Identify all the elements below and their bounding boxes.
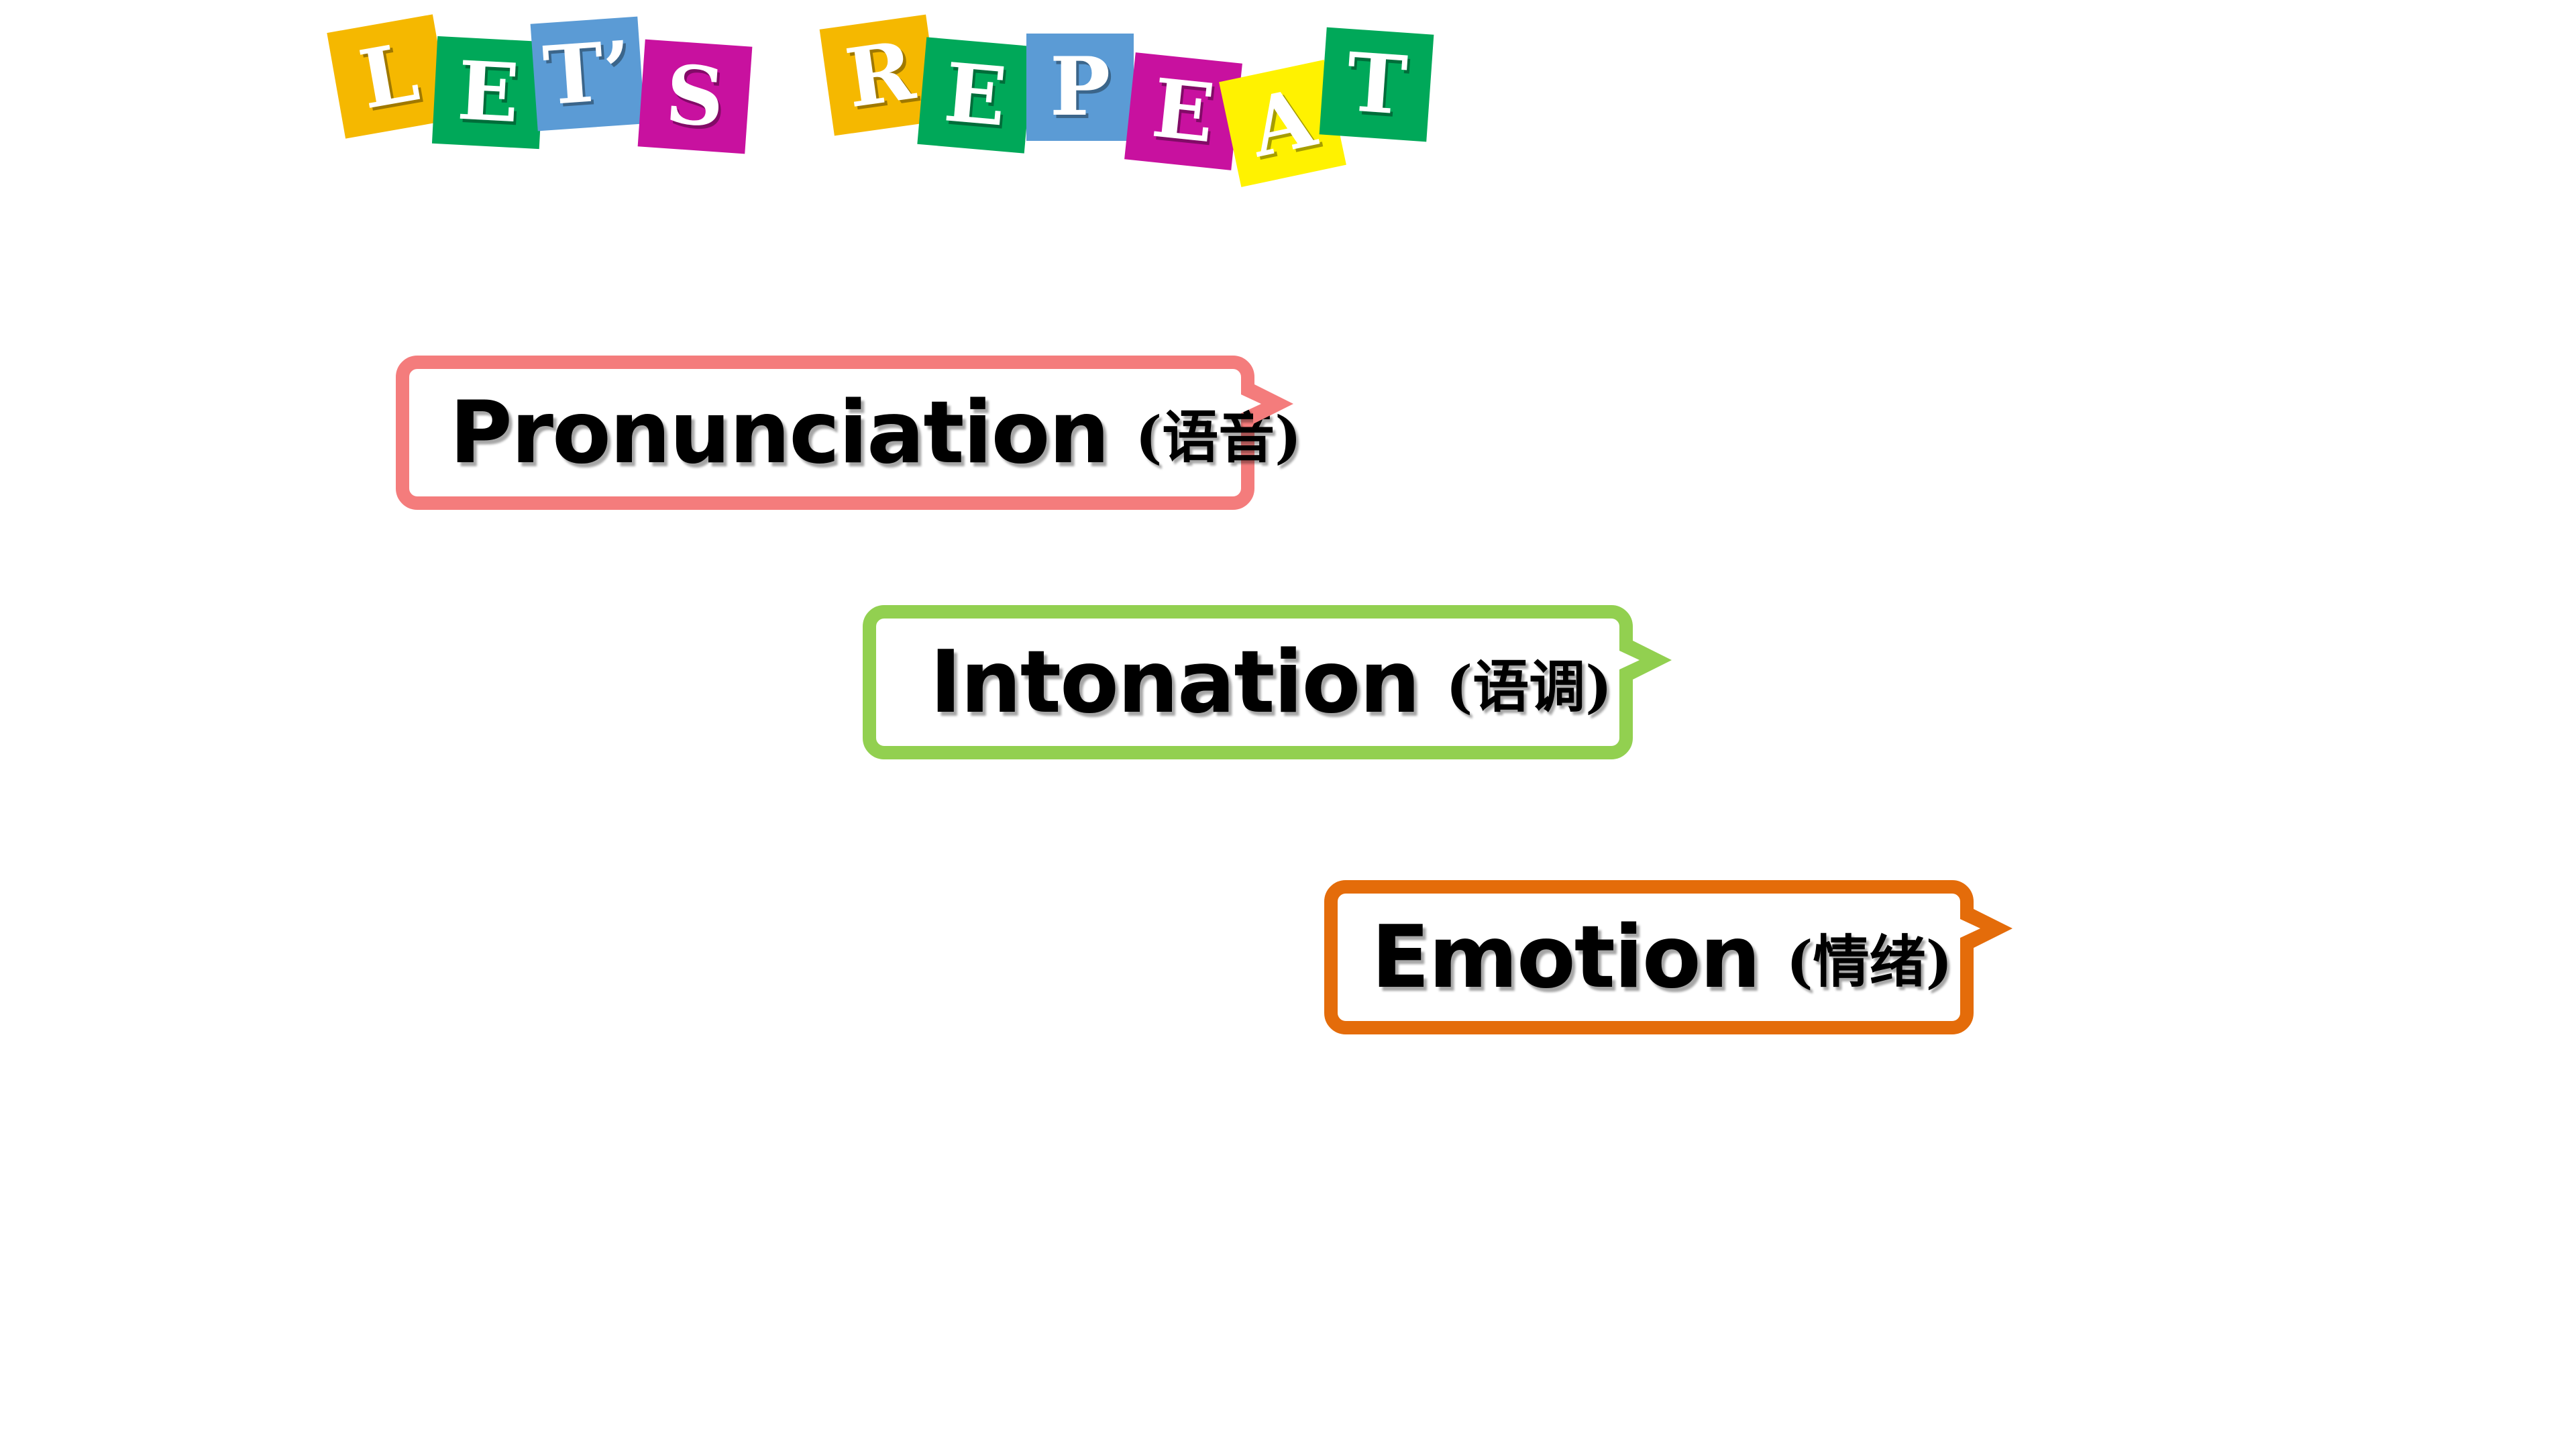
intonation-bubble: Intonation (语调) xyxy=(863,605,1672,759)
title-lets-repeat: L E T’ S R E P E A T xyxy=(0,0,2576,215)
bubble-tail-inner xyxy=(1619,651,1640,669)
title-tile-p: P xyxy=(1026,34,1134,141)
pronunciation-bubble: Pronunciation (语音) xyxy=(396,356,1301,510)
title-tile-t: T’ xyxy=(530,16,645,131)
title-tile-s: S xyxy=(637,39,753,154)
bubble-tail-inner xyxy=(1241,394,1261,413)
intonation-word: Intonation xyxy=(930,632,1420,733)
bubble-tail-inner xyxy=(1960,919,1980,938)
emotion-gloss: (情绪) xyxy=(1786,928,1953,995)
title-tile-e: E xyxy=(431,36,545,150)
pronunciation-word: Pronunciation xyxy=(449,382,1110,483)
title-tile-e2: E xyxy=(917,37,1034,154)
intonation-gloss: (语调) xyxy=(1446,653,1613,720)
emotion-word: Emotion xyxy=(1371,907,1761,1008)
emotion-bubble: Emotion (情绪) xyxy=(1324,880,2012,1034)
title-tile-t2: T xyxy=(1319,27,1434,142)
